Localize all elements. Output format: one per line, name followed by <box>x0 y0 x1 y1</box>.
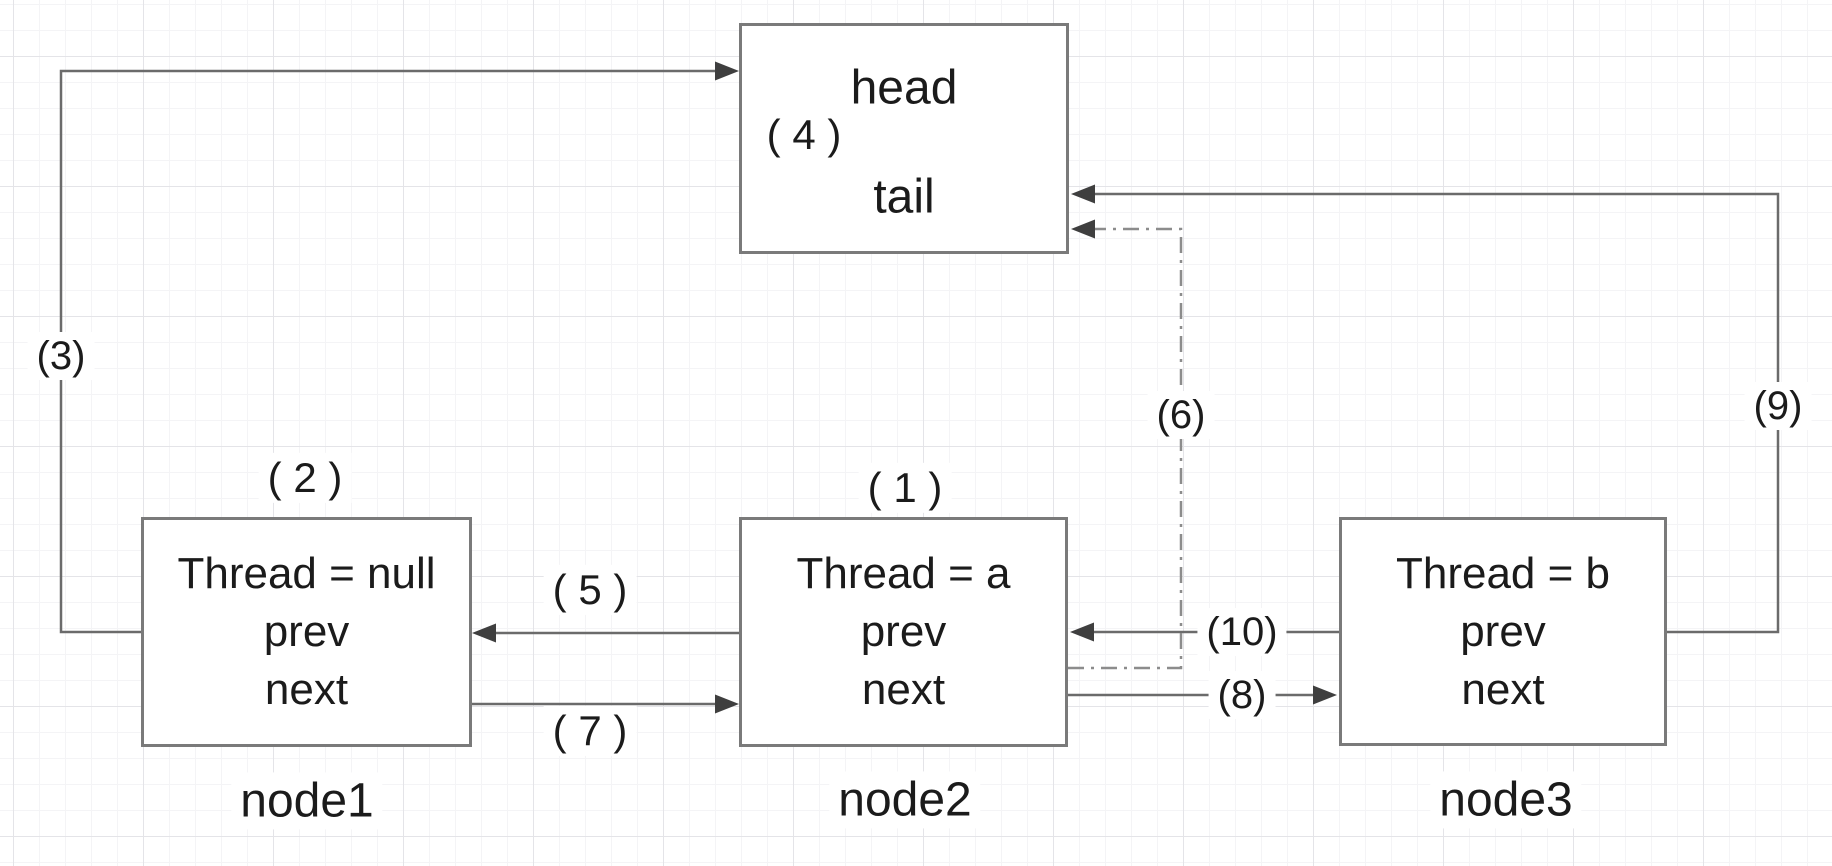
node1-prev-field: prev <box>263 607 350 656</box>
node3-box[interactable]: Thread = b prev next <box>1339 517 1667 746</box>
node2-next-field: next <box>861 665 946 714</box>
node2-thread-field: Thread = a <box>796 549 1011 598</box>
step-4-annotation: ( 4 ) <box>766 110 842 158</box>
edge-10-label: (10) <box>1197 608 1287 656</box>
edge-9-arrowhead-icon <box>1071 184 1095 204</box>
node3-next-field: next <box>1461 664 1545 714</box>
edge-6-label: (6) <box>1147 391 1215 439</box>
edge-5-arrowhead-icon <box>472 623 496 643</box>
node3-thread-field: Thread = b <box>1395 548 1611 598</box>
node2-box[interactable]: Thread = a prev next <box>739 517 1068 747</box>
edge-8[interactable] <box>1068 685 1337 705</box>
head-tail-box[interactable]: head tail <box>739 23 1069 254</box>
edge-6[interactable] <box>1068 219 1183 670</box>
node1-caption: node1 <box>231 772 383 830</box>
edge-7-arrowhead-icon <box>715 694 739 714</box>
edge-3-label: (3) <box>27 332 95 380</box>
edge-9-label: (9) <box>1744 382 1812 430</box>
edge-5[interactable] <box>472 623 739 643</box>
edge-3-arrowhead-icon <box>715 61 739 81</box>
edge-6-line[interactable] <box>1068 227 1183 670</box>
tail-pointer-label: tail <box>873 170 935 224</box>
edge-10-arrowhead-icon <box>1070 622 1094 642</box>
node1-box[interactable]: Thread = null prev next <box>141 517 472 747</box>
step-2-annotation: ( 2 ) <box>258 452 352 504</box>
node1-thread-field: Thread = null <box>177 549 436 598</box>
head-pointer-label: head <box>850 61 958 115</box>
edge-8-arrowhead-icon <box>1313 685 1337 705</box>
step-1-annotation: ( 1 ) <box>858 462 952 514</box>
edge-7[interactable] <box>471 694 739 714</box>
edge-7-label: ( 7 ) <box>543 705 637 757</box>
node3-prev-field: prev <box>1460 606 1546 656</box>
edge-5-label: ( 5 ) <box>543 564 637 616</box>
node2-caption: node2 <box>829 771 981 829</box>
edge-6-arrowhead-icon <box>1071 219 1095 239</box>
node1-next-field: next <box>264 665 349 714</box>
node2-prev-field: prev <box>860 607 947 656</box>
node3-caption: node3 <box>1430 771 1582 829</box>
edge-8-label: (8) <box>1208 671 1276 719</box>
